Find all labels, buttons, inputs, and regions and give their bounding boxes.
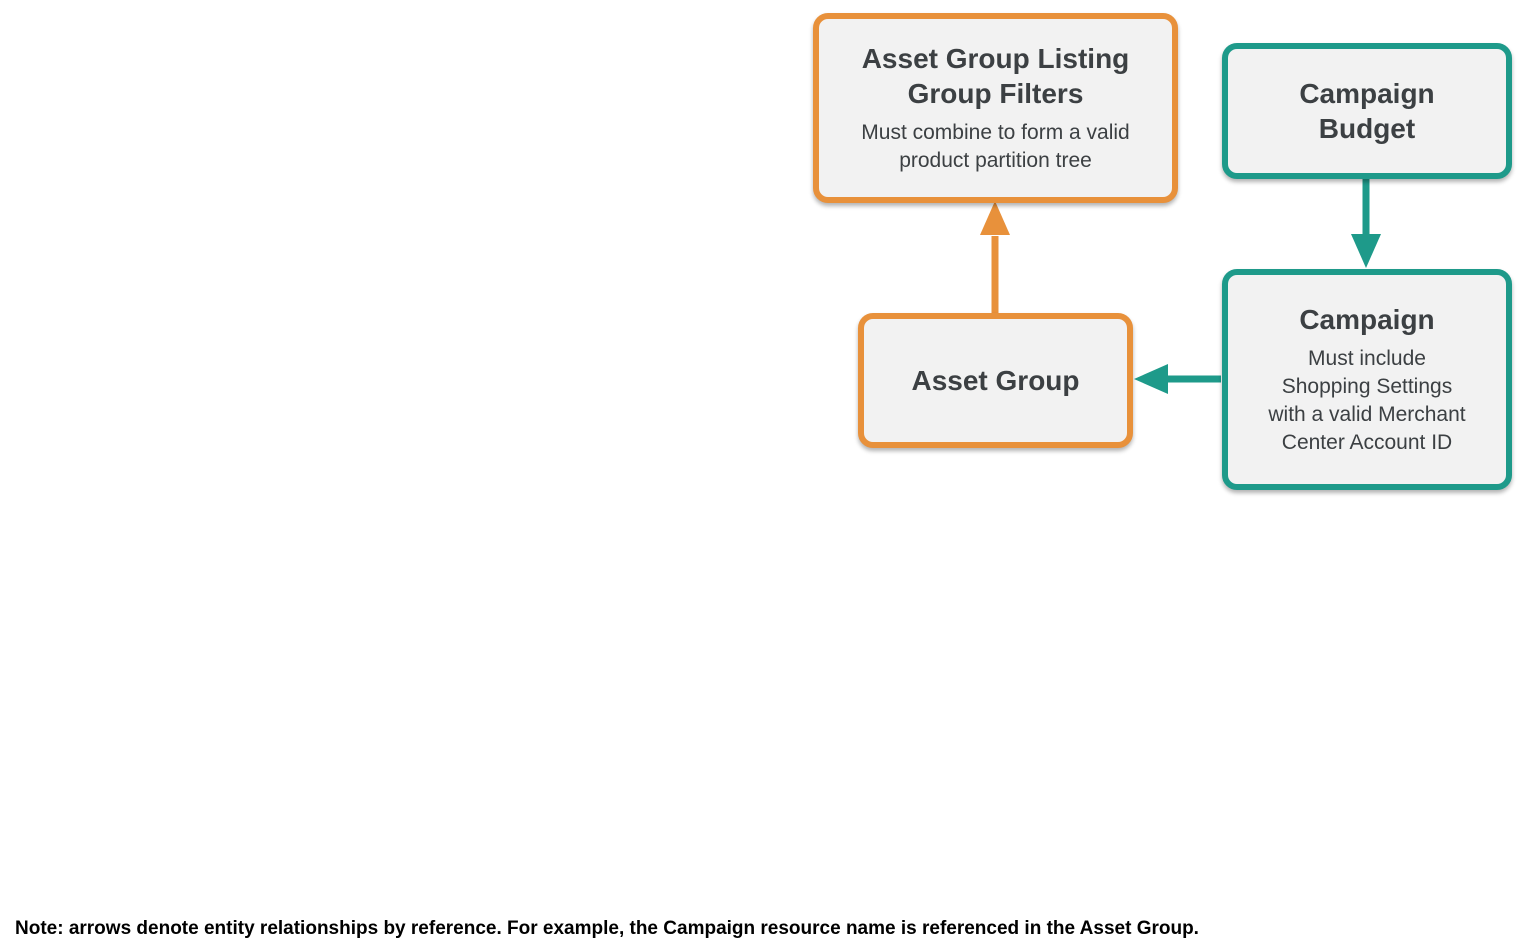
node-subtitle: Must combine to form a valid product par…: [861, 121, 1130, 172]
footnote: Note: arrows denote entity relationships…: [15, 918, 1199, 939]
node-title: Asset Group: [911, 365, 1080, 396]
node-asset-group: Asset Group: [858, 313, 1133, 448]
node-title: Asset Group Listing Group Filters: [861, 43, 1130, 109]
node-subtitle: Must include Shopping Settings with a va…: [1268, 347, 1466, 454]
arrow-campaign-to-asset-group: [1134, 364, 1221, 394]
node-title: Campaign: [1299, 304, 1435, 335]
node-campaign-budget: Campaign Budget: [1222, 43, 1512, 179]
arrow-asset-group-to-filters: [980, 201, 1010, 313]
node-campaign: Campaign Must include Shopping Settings …: [1222, 269, 1512, 490]
arrow-campaign-budget-to-campaign: [1351, 179, 1381, 268]
node-asset-group-listing-group-filters: Asset Group Listing Group Filters Must c…: [813, 13, 1178, 203]
node-title: Campaign Budget: [1299, 78, 1435, 144]
